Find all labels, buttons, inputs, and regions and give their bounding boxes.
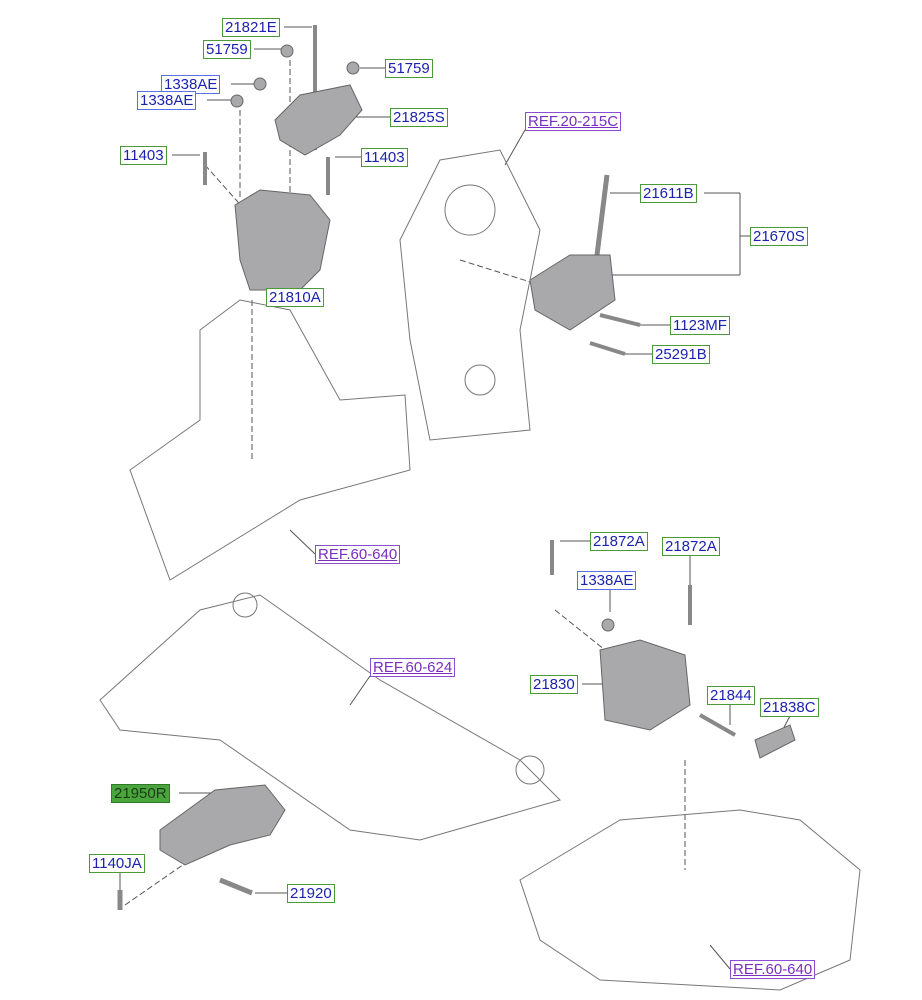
part-label-21825S[interactable]: 21825S (390, 108, 448, 127)
part-label-11403[interactable]: 11403 (361, 148, 408, 167)
part-label-51759[interactable]: 51759 (385, 59, 433, 78)
part-label-21950R-selected[interactable]: 21950R (111, 784, 170, 803)
part-label-51759[interactable]: 51759 (203, 40, 251, 59)
reference-link-60-640[interactable]: REF.60-640 (730, 960, 816, 979)
part-label-1338AE[interactable]: 1338AE (577, 571, 637, 590)
part-label-11403[interactable]: 11403 (120, 146, 167, 165)
part-label-1338AE[interactable]: 1338AE (137, 91, 197, 110)
part-label-21872A[interactable]: 21872A (590, 532, 648, 551)
reference-link-60-640[interactable]: REF.60-640 (315, 545, 401, 564)
part-label-25291B[interactable]: 25291B (652, 345, 710, 364)
part-label-21920[interactable]: 21920 (287, 884, 335, 903)
part-label-21838C[interactable]: 21838C (760, 698, 819, 717)
part-label-21810A[interactable]: 21810A (266, 288, 324, 307)
part-label-21670S[interactable]: 21670S (750, 227, 808, 246)
part-label-21844[interactable]: 21844 (707, 686, 755, 705)
reference-link-60-624[interactable]: REF.60-624 (370, 658, 456, 677)
part-label-21821E[interactable]: 21821E (222, 18, 280, 37)
part-label-1140JA[interactable]: 1140JA (89, 854, 145, 873)
part-label-21830[interactable]: 21830 (530, 675, 578, 694)
reference-link-20-215C[interactable]: REF.20-215C (525, 112, 622, 131)
part-label-21872A[interactable]: 21872A (662, 537, 720, 556)
part-label-1123MF[interactable]: 1123MF (670, 316, 730, 335)
part-label-21611B[interactable]: 21611B (640, 184, 697, 203)
